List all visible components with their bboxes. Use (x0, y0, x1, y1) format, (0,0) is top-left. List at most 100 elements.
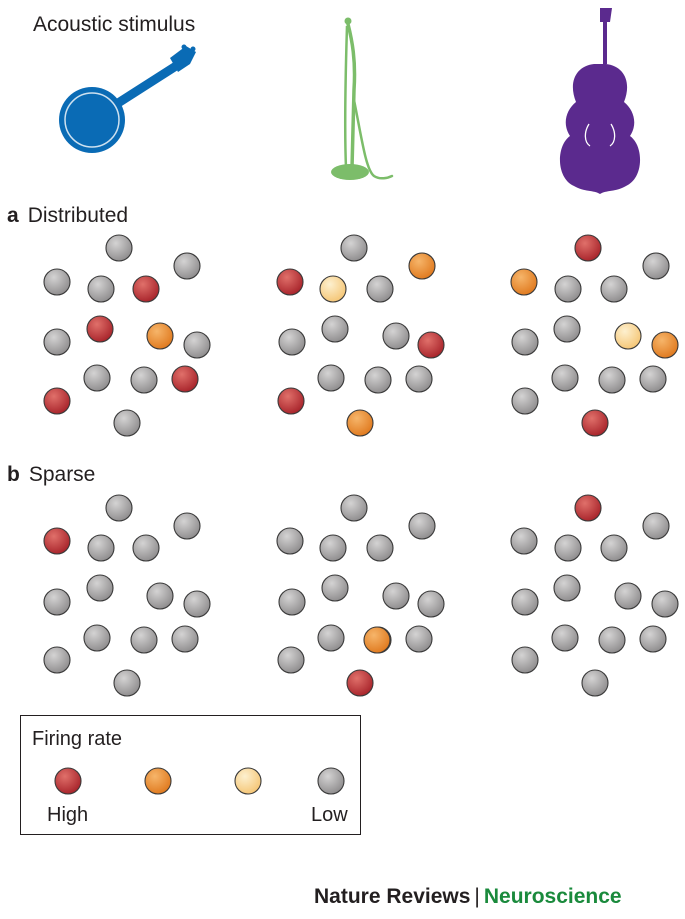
neuron-sparse-3-11 (598, 626, 626, 654)
neuron-sparse-3-8 (511, 588, 539, 616)
neuron-sparse-2-8 (278, 588, 306, 616)
neuron-distributed-1-12 (171, 365, 199, 393)
neuron-sparse-3-5 (600, 534, 628, 562)
neuron-distributed-2-9 (417, 331, 445, 359)
neuron-sparse-3-3 (510, 527, 538, 555)
neuron-distributed-1-13 (43, 387, 71, 415)
stimulus-label: Acoustic stimulus (33, 13, 196, 36)
neuron-distributed-3-10 (551, 364, 579, 392)
neuron-distributed-2-6 (321, 315, 349, 343)
neuron-sparse-2-7 (382, 582, 410, 610)
banjo-icon (59, 44, 196, 153)
neuron-distributed-3-7 (614, 322, 642, 350)
neuron-distributed-1-4 (173, 252, 201, 280)
neuron-sparse-3-1 (574, 494, 602, 522)
neuron-sparse-2-9 (417, 590, 445, 618)
panel-a-label: a Distributed (7, 205, 128, 226)
legend-high-label: High (47, 804, 89, 826)
legend-title: Firing rate (32, 728, 123, 750)
neuron-sparse-2-3 (276, 527, 304, 555)
neuron-sparse-2-10 (317, 624, 345, 652)
panel-b-letter: b (7, 463, 20, 486)
neuron-sparse-1-5 (132, 534, 160, 562)
neuron-sparse-3-4 (554, 534, 582, 562)
neuron-sparse-3-14 (581, 669, 609, 697)
firing-rate-legend: Firing rate High Low (20, 715, 361, 835)
credit-separator: | (474, 885, 480, 908)
neuron-distributed-1-8 (43, 328, 71, 356)
legend-dot-high (54, 767, 82, 795)
neuron-sparse-1-14 (113, 669, 141, 697)
neuron-sparse-3-9 (651, 590, 679, 618)
neuron-distributed-3-8 (511, 328, 539, 356)
neuron-distributed-1-2 (43, 268, 71, 296)
neuron-distributed-3-13 (511, 387, 539, 415)
neuron-sparse-1-6 (86, 574, 114, 602)
neuron-sparse-2-13 (277, 646, 305, 674)
microphone-icon (331, 17, 394, 180)
neuron-sparse-2-2 (408, 512, 436, 540)
neuron-sparse-1-10 (83, 624, 111, 652)
neuron-sparse-3-7 (614, 582, 642, 610)
neuron-distributed-3-5 (600, 275, 628, 303)
neuron-distributed-1-10 (83, 364, 111, 392)
neuron-distributed-1-5 (132, 275, 160, 303)
neuron-distributed-2-5 (366, 275, 394, 303)
neuron-sparse-1-7 (146, 582, 174, 610)
neuron-distributed-2-1 (340, 234, 368, 262)
neuron-distributed-3-1 (574, 234, 602, 262)
neuron-sparse-3-6 (553, 574, 581, 602)
neuron-sparse-2-5 (366, 534, 394, 562)
neuron-sparse-3-12 (639, 625, 667, 653)
neuron-sparse-2-1 (340, 494, 368, 522)
neuron-sparse-2-14 (346, 669, 374, 697)
neuron-distributed-3-4 (642, 252, 670, 280)
neuron-distributed-2-12 (405, 365, 433, 393)
panel-a-title: Distributed (27, 204, 129, 227)
neuron-distributed-1-11 (130, 366, 158, 394)
neuron-distributed-2-13 (277, 387, 305, 415)
neuron-distributed-1-14 (113, 409, 141, 437)
legend-dot-low-medium (234, 767, 262, 795)
neuron-sparse-2-12 (405, 625, 433, 653)
neuron-sparse-1-9 (183, 590, 211, 618)
neuron-distributed-3-12 (639, 365, 667, 393)
neuron-distributed-3-2 (510, 268, 538, 296)
neuron-sparse-1-3 (43, 527, 71, 555)
neuron-distributed-2-3 (319, 275, 347, 303)
neuron-distributed-2-2 (276, 268, 304, 296)
legend-dot-medium (144, 767, 172, 795)
neuron-distributed-1-7 (146, 322, 174, 350)
neuron-sparse-1-11 (130, 626, 158, 654)
neuron-sparse-1-12 (171, 625, 199, 653)
neuron-sparse-2-4 (319, 534, 347, 562)
neuron-sparse-2-6 (321, 574, 349, 602)
neuron-distributed-2-4 (408, 252, 436, 280)
neuron-sparse-3-13 (511, 646, 539, 674)
neuron-sparse-3-2 (642, 512, 670, 540)
journal-field: Neuroscience (483, 885, 622, 908)
neuron-sparse-1-8 (43, 588, 71, 616)
neuron-distributed-2-7 (382, 322, 410, 350)
neuron-distributed-3-9 (651, 331, 679, 359)
journal-name: Nature Reviews (314, 885, 471, 908)
neuron-distributed-3-3 (554, 275, 582, 303)
neuron-sparse-1-1 (105, 494, 133, 522)
neuron-layer (43, 234, 679, 795)
neuron-sparse-3-10 (551, 624, 579, 652)
neuron-distributed-1-3 (87, 275, 115, 303)
neuron-sparse-1-2 (173, 512, 201, 540)
neuron-distributed-1-9 (183, 331, 211, 359)
neuron-distributed-3-14 (581, 409, 609, 437)
neuron-distributed-1-1 (105, 234, 133, 262)
neuron-sparse-1-13 (43, 646, 71, 674)
neuron-distributed-2-14 (346, 409, 374, 437)
neuron-distributed-3-6 (553, 315, 581, 343)
neuron-distributed-2-8 (278, 328, 306, 356)
panel-a-letter: a (7, 204, 19, 227)
legend-dot-low (317, 767, 345, 795)
neuron-distributed-3-11 (598, 366, 626, 394)
